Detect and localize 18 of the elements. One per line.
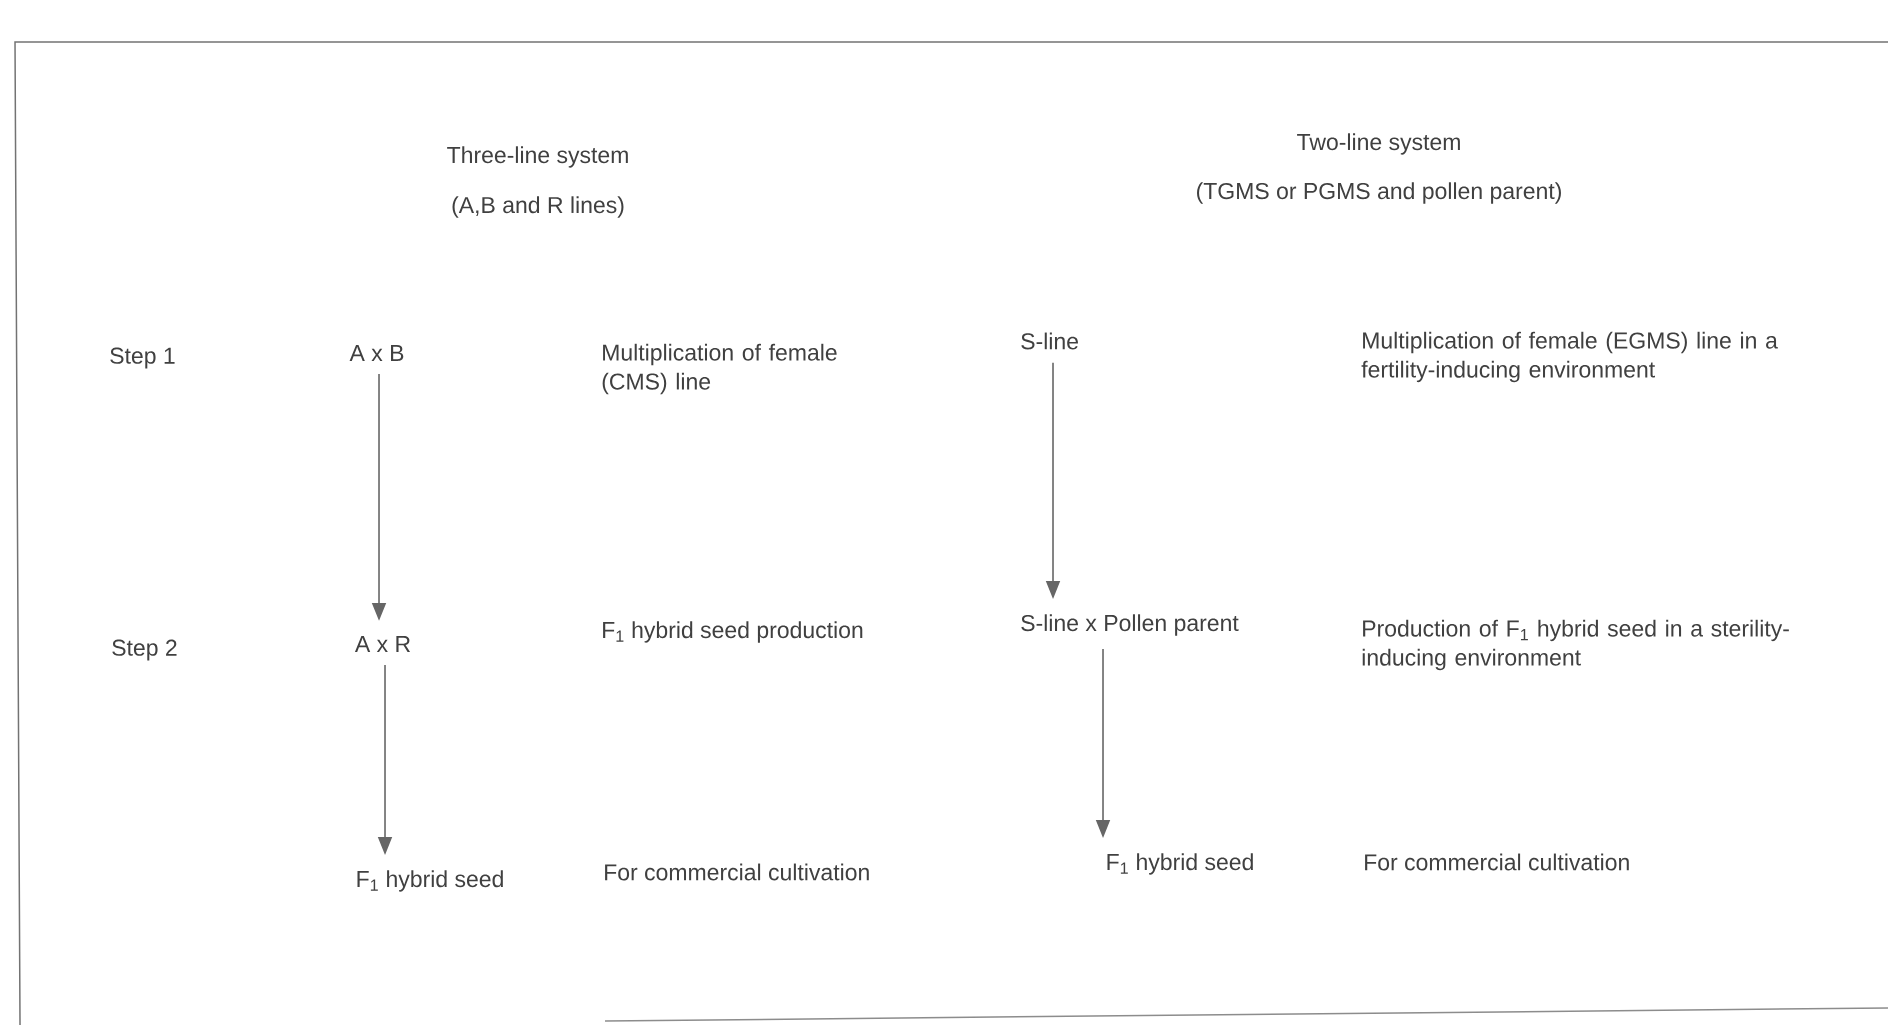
description-text: F$_{1}$ hybrid seed production: [603, 621, 863, 643]
column-heading: Two-line system: [1297, 133, 1460, 155]
node-text: F$_{1}$ hybrid seed: [357, 870, 503, 892]
node-text: S-line: [1021, 332, 1078, 350]
description-text: For commercial cultivation: [605, 863, 869, 881]
description-text: Multiplication of female (CMS) line: [602, 343, 837, 395]
step-label: Step 1: [110, 347, 175, 369]
column-heading: Three-line system: [447, 146, 628, 168]
node-text: S-line x Pollen parent: [1021, 614, 1239, 636]
description-text: For commercial cultivation: [1365, 853, 1629, 871]
description-text: Production of F$_{1}$ hybrid seed in a sterility-inducing environment: [1362, 619, 1789, 671]
node-text: F$_{1}$ hybrid seed: [1107, 853, 1253, 875]
node-text: A x R: [354, 636, 411, 652]
step-label: Step 2: [112, 639, 177, 661]
description-text: Multiplication of female (EGMS) line in a fertility-inducing environment: [1361, 331, 1778, 383]
node-text: A x B: [349, 345, 404, 361]
column-heading: (A,B and R lines): [452, 196, 624, 218]
column-heading: (TGMS or PGMS and pollen parent): [1197, 182, 1561, 204]
